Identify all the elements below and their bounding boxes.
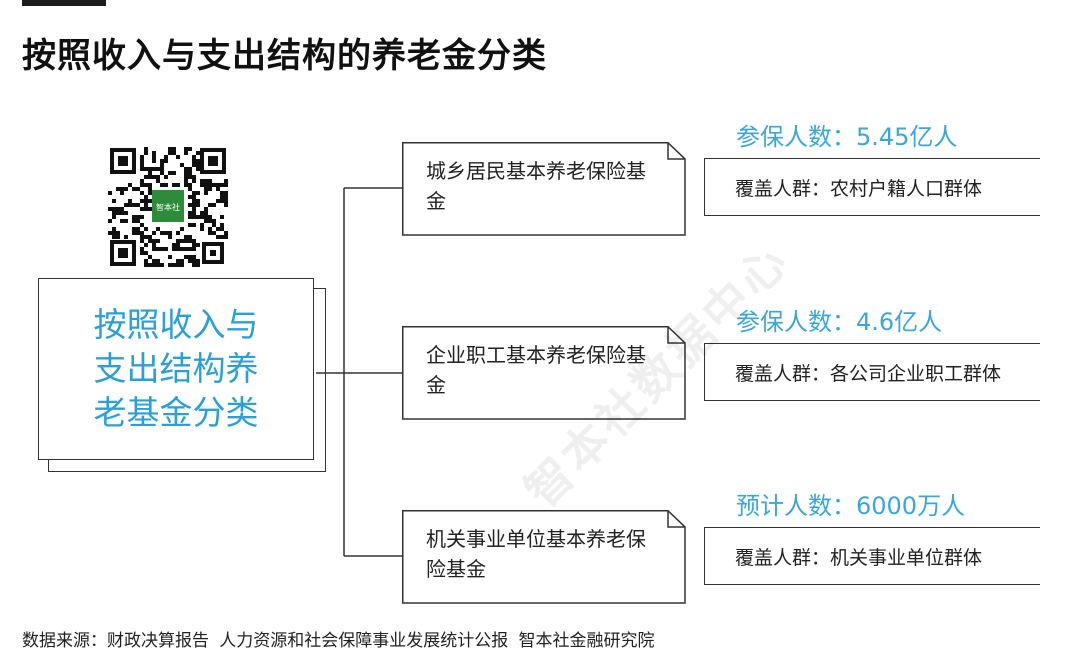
participant-count-2: 参保人数：4.6亿人 [736, 308, 943, 336]
fund-label-3: 机关事业单位基本养老保险基金 [426, 527, 646, 581]
coverage-box-3: 覆盖人群：机关事业单位群体 [704, 527, 1040, 585]
fund-label-2: 企业职工基本养老保险基金 [426, 343, 646, 397]
top-accent-bar [22, 0, 106, 6]
fund-node-1: 城乡居民基本养老保险基金 [402, 142, 686, 236]
coverage-box-1: 覆盖人群：农村户籍人口群体 [704, 158, 1040, 216]
coverage-label-2: 覆盖人群：各公司企业职工群体 [735, 362, 1002, 385]
participant-count-3: 预计人数：6000万人 [736, 492, 966, 520]
coverage-label-1: 覆盖人群：农村户籍人口群体 [735, 177, 983, 200]
main-category-node: 按照收入与支出结构养老基金分类 [38, 278, 328, 474]
qr-code: 智本社 [108, 146, 228, 268]
qr-logo-text: 智本社 [156, 202, 180, 212]
source-note: 数据来源：财政决算报告 人力资源和社会保障事业发展统计公报 智本社金融研究院 [22, 631, 655, 651]
main-node-box: 按照收入与支出结构养老基金分类 [38, 278, 314, 460]
page-title: 按照收入与支出结构的养老金分类 [22, 36, 547, 76]
fund-node-2: 企业职工基本养老保险基金 [402, 326, 686, 420]
coverage-label-3: 覆盖人群：机关事业单位群体 [735, 546, 983, 569]
coverage-box-2: 覆盖人群：各公司企业职工群体 [704, 343, 1040, 401]
fund-node-3: 机关事业单位基本养老保险基金 [402, 510, 686, 604]
main-node-label: 按照收入与支出结构养老基金分类 [93, 305, 259, 432]
fund-label-1: 城乡居民基本养老保险基金 [426, 159, 646, 213]
participant-count-1: 参保人数：5.45亿人 [736, 123, 958, 151]
